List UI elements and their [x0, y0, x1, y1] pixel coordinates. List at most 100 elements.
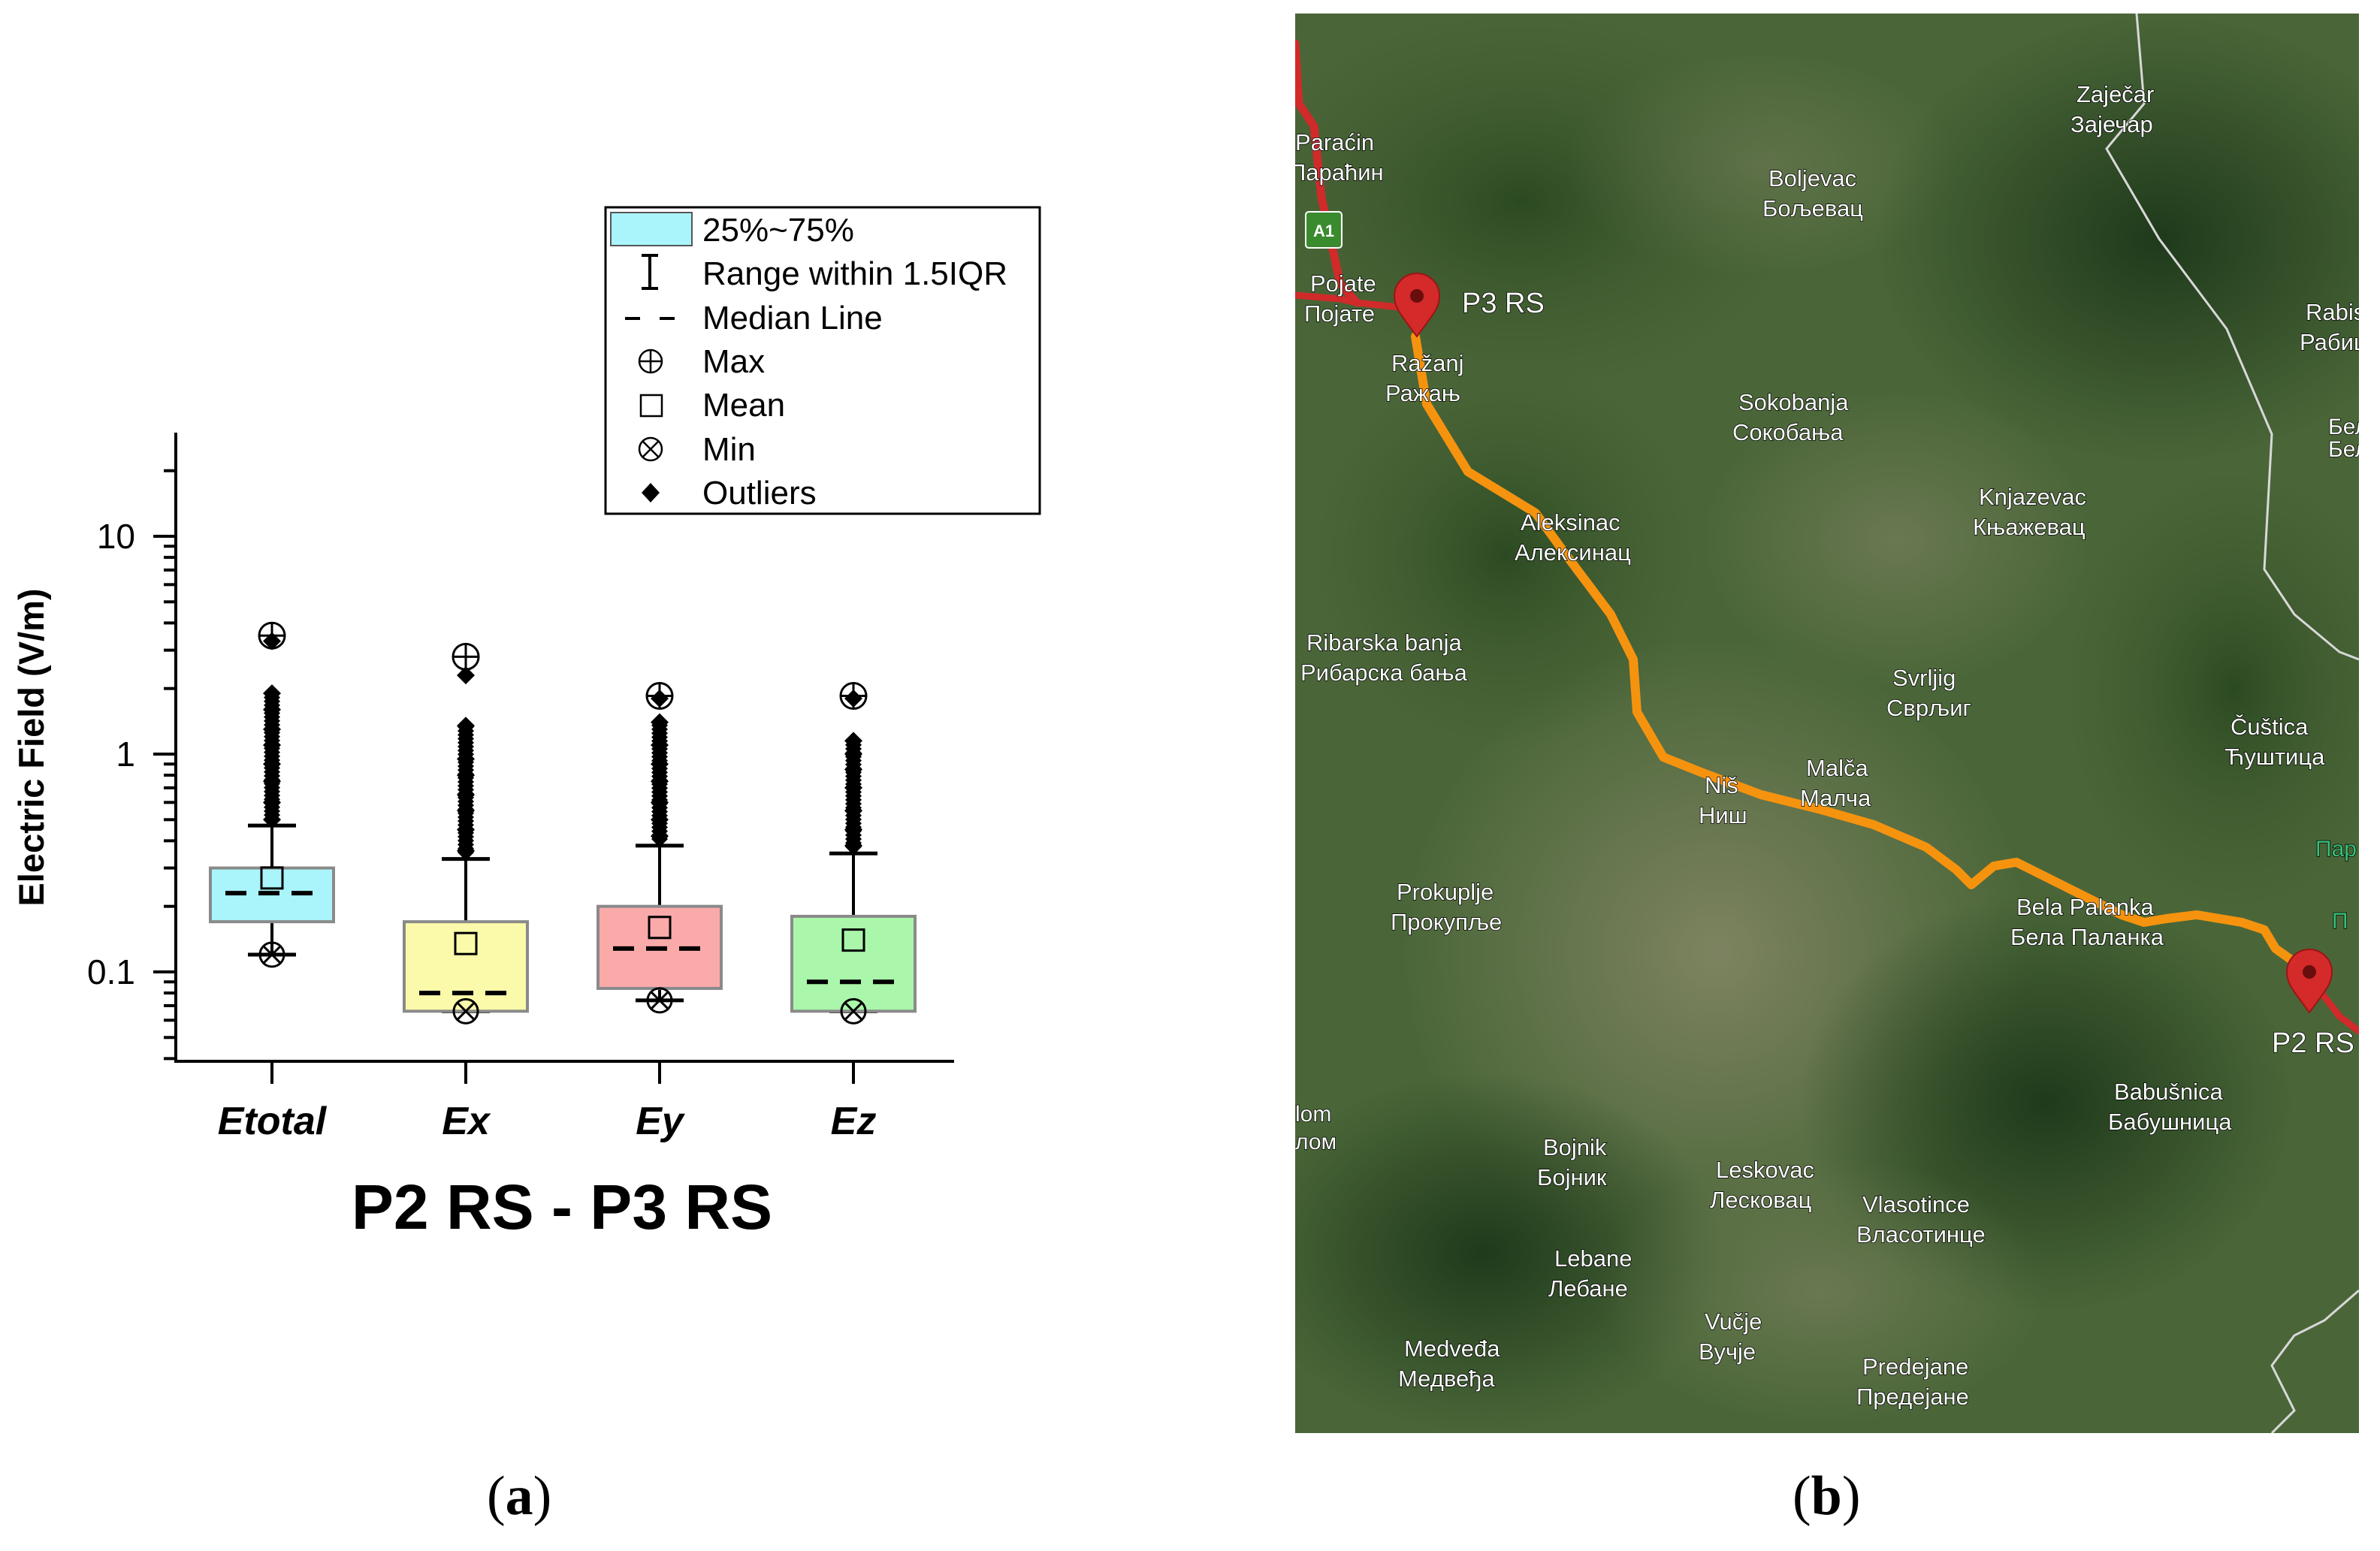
- min-marker: [258, 941, 285, 968]
- outlier-point: [263, 720, 281, 738]
- outlier-point: [457, 786, 475, 804]
- marker-p2[interactable]: P2 RS: [2271, 949, 2355, 1060]
- x-tick-label: Ex: [442, 1100, 491, 1143]
- legend-symbol-outliers: [642, 483, 660, 502]
- boxplot-figure: 25%~75% Range within 1.5IQR Median Line …: [11, 206, 1041, 1242]
- outlier-point: [651, 735, 669, 754]
- box-series: [209, 621, 917, 1024]
- place-name-latin: Vučje: [1705, 1308, 1762, 1335]
- box-ez: [790, 682, 917, 1024]
- outlier-point: [263, 755, 281, 774]
- legend-label-max: Max: [702, 343, 765, 380]
- place-name-cyrillic: Ражањ: [1385, 380, 1460, 406]
- place-name-cyrillic: Рабиша: [2300, 329, 2359, 355]
- min-marker-d2: [456, 1002, 476, 1021]
- outlier-point: [457, 750, 475, 768]
- mean-marker: [454, 931, 478, 955]
- terrain-texture: [1295, 14, 2359, 1433]
- place-name-latin: Niš: [1705, 772, 1738, 798]
- legend-symbol-range: [642, 254, 658, 290]
- place-name-latin: Predejane: [1862, 1353, 1968, 1380]
- svg-text:A1: A1: [1313, 222, 1334, 240]
- legend-label-iqr: 25%~75%: [702, 212, 854, 249]
- x-tick-label: Ez: [831, 1100, 877, 1143]
- place-name-cyrillic: Бољевац: [1762, 195, 1863, 222]
- place-name-latin: Bojnik: [1543, 1134, 1607, 1160]
- place-label: RabishaРабиша: [2299, 298, 2359, 356]
- outlier-point: [457, 801, 475, 820]
- outlier-point: [844, 732, 862, 750]
- mean-marker: [260, 866, 284, 890]
- svg-text:Бел: Бел: [2328, 415, 2359, 439]
- place-name-cyrillic: Сокобања: [1732, 419, 1844, 445]
- place-name-cyrillic: Сврљиг: [1886, 695, 1971, 721]
- place-name-cyrillic: Предејане: [1856, 1384, 1969, 1410]
- legend-swatch-iqr: [610, 212, 693, 246]
- outlier-point: [844, 820, 862, 839]
- outlier-point: [651, 827, 669, 846]
- place-name-latin: Pojate: [1310, 270, 1376, 297]
- min-marker-d2: [844, 1002, 863, 1021]
- outlier-point: [457, 766, 475, 785]
- legend-label-min: Min: [702, 431, 756, 468]
- outlier-point: [844, 778, 862, 797]
- place-name-latin: Čuštica: [2230, 714, 2309, 740]
- box-ex: [403, 642, 529, 1024]
- place-name-cyrillic: Параћин: [1295, 159, 1384, 186]
- place-name-cyrillic: Власотинце: [1856, 1221, 1986, 1248]
- place-labels: ZaječarЗајечарBoljevacБољевацParaćinПара…: [1295, 80, 2359, 1411]
- legend-label-median: Median Line: [702, 300, 883, 336]
- outlier-point: [457, 841, 475, 860]
- place-name-latin: Svrljig: [1892, 665, 1956, 691]
- mean-marker: [648, 916, 672, 940]
- min-marker: [840, 997, 867, 1024]
- place-name-cyrillic: Медвеђа: [1398, 1365, 1495, 1392]
- outlier-point: [651, 793, 669, 812]
- route: [1295, 39, 2359, 1035]
- svg-text:lom: lom: [1295, 1102, 1331, 1127]
- place-name-cyrillic: Зајечар: [2070, 111, 2153, 137]
- place-name-cyrillic: Вучје: [1699, 1338, 1756, 1365]
- place-name-latin: Malča: [1806, 755, 1868, 781]
- outlier-point: [263, 810, 281, 829]
- place-name-cyrillic: Рибарска бања: [1300, 659, 1468, 686]
- caption-b: (b): [1793, 1465, 1861, 1527]
- outlier-point: [457, 666, 475, 685]
- svg-text:лом: лом: [1295, 1130, 1336, 1154]
- legend-frame: [604, 206, 1041, 515]
- place-name-cyrillic: Лебане: [1548, 1275, 1628, 1302]
- place-name-latin: Leskovac: [1716, 1157, 1814, 1183]
- place-name-latin: Babušnica: [2114, 1079, 2224, 1105]
- y-tick-label: 0.1: [87, 952, 135, 991]
- y-tick-label: 10: [97, 517, 135, 556]
- outlier-point: [651, 810, 669, 829]
- marker-p3[interactable]: P3 RS: [1393, 273, 1545, 338]
- chart-title: P2 RS - P3 RS: [352, 1172, 772, 1242]
- outlier-point: [844, 836, 862, 855]
- legend-label-outliers: Outliers: [702, 475, 817, 511]
- place-name-latin: Lebane: [1554, 1245, 1632, 1272]
- mean-marker: [841, 928, 865, 952]
- place-name-cyrillic: Бабушница: [2108, 1109, 2232, 1135]
- place-name-latin: Boljevac: [1768, 165, 1856, 192]
- satellite-map: A1 ZaječarЗајечарBoljevacБољевацParaćinП…: [1295, 14, 2359, 1433]
- svg-text:Бел: Бел: [2328, 437, 2359, 462]
- outlier-point: [263, 772, 281, 791]
